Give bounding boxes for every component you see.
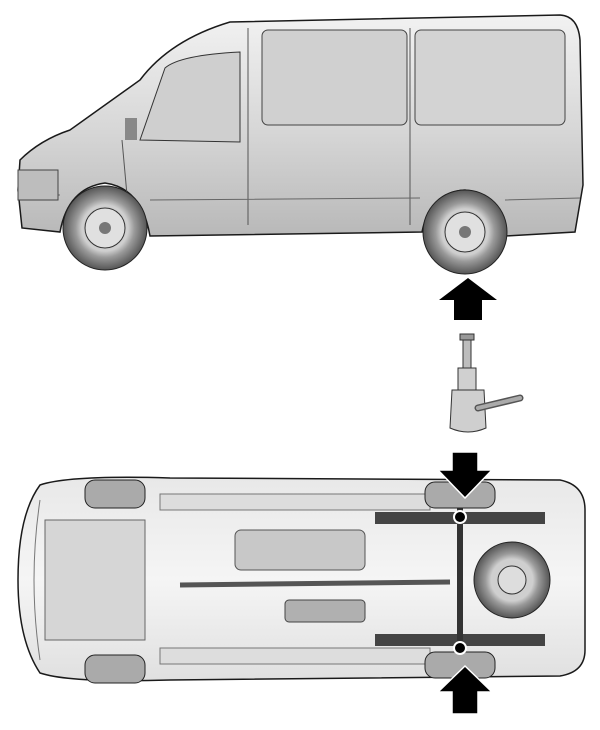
van-side-view [17,14,584,275]
jack-icon [449,333,524,433]
lift-point-arrow-down-icon [436,451,494,500]
lift-point-marker-icon [453,510,467,524]
spare-tire [473,541,551,619]
lift-point-marker-icon [453,641,467,655]
rear-wheel [422,189,508,275]
lift-point-arrow-up-icon [439,278,497,320]
front-right-tire [84,654,146,684]
van-underside-view [17,476,586,684]
lift-point-arrow-up-icon [436,664,494,715]
front-wheel [62,185,148,271]
front-left-tire [84,479,146,509]
